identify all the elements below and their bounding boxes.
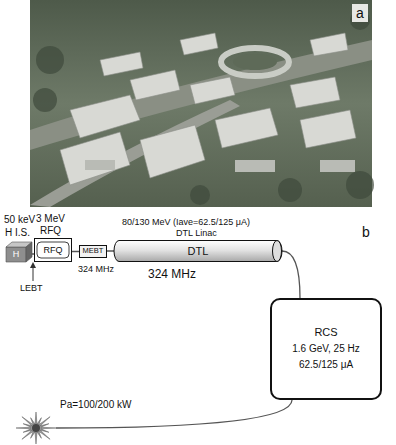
box-label: MEBT xyxy=(83,247,104,256)
node-caption: H I.S. xyxy=(5,227,30,239)
node-caption: 3 MeV xyxy=(36,213,65,225)
node-caption: RFQ xyxy=(40,225,61,237)
node-caption: 50 keV xyxy=(4,214,35,226)
box-label: RCS xyxy=(314,326,337,339)
target-star: Pa=100/200 kW xyxy=(16,413,56,443)
node-caption: 324 MHz xyxy=(78,264,114,274)
dtl-cylinder: 80/130 MeV (Iave=62.5/125 μA)DTL LinacDT… xyxy=(114,240,282,262)
aerial-photo xyxy=(0,0,396,210)
node-caption: DTL Linac xyxy=(176,228,217,238)
beam-line xyxy=(56,400,292,428)
node-caption: 324 MHz xyxy=(148,268,196,282)
panel-letter: a xyxy=(356,5,364,21)
beam-line xyxy=(282,251,300,298)
star-outline xyxy=(16,413,56,443)
beam-line xyxy=(107,250,114,252)
node-caption: Pa=100/200 kW xyxy=(60,399,131,411)
rcs-ring-box: RCS 1.6 GeV, 25 Hz 62.5/125 μA xyxy=(270,298,382,400)
mebt-box: MEBT324 MHz xyxy=(79,245,107,258)
box-label: 62.5/125 μA xyxy=(299,359,353,371)
beam-line xyxy=(72,251,79,253)
lebt-label: LEBT xyxy=(20,283,43,293)
node-caption: 80/130 MeV (Iave=62.5/125 μA) xyxy=(122,217,250,227)
rfq-box: 3 MeVRFQRFQ xyxy=(34,238,72,262)
box-label: DTL xyxy=(188,245,209,258)
box-label: 1.6 GeV, 25 Hz xyxy=(292,343,359,355)
ion-source: 50 keVH I.S.H xyxy=(6,242,32,262)
box-label: H xyxy=(13,249,20,259)
box-label: RFQ xyxy=(44,245,63,255)
panel-letter: b xyxy=(362,224,370,240)
